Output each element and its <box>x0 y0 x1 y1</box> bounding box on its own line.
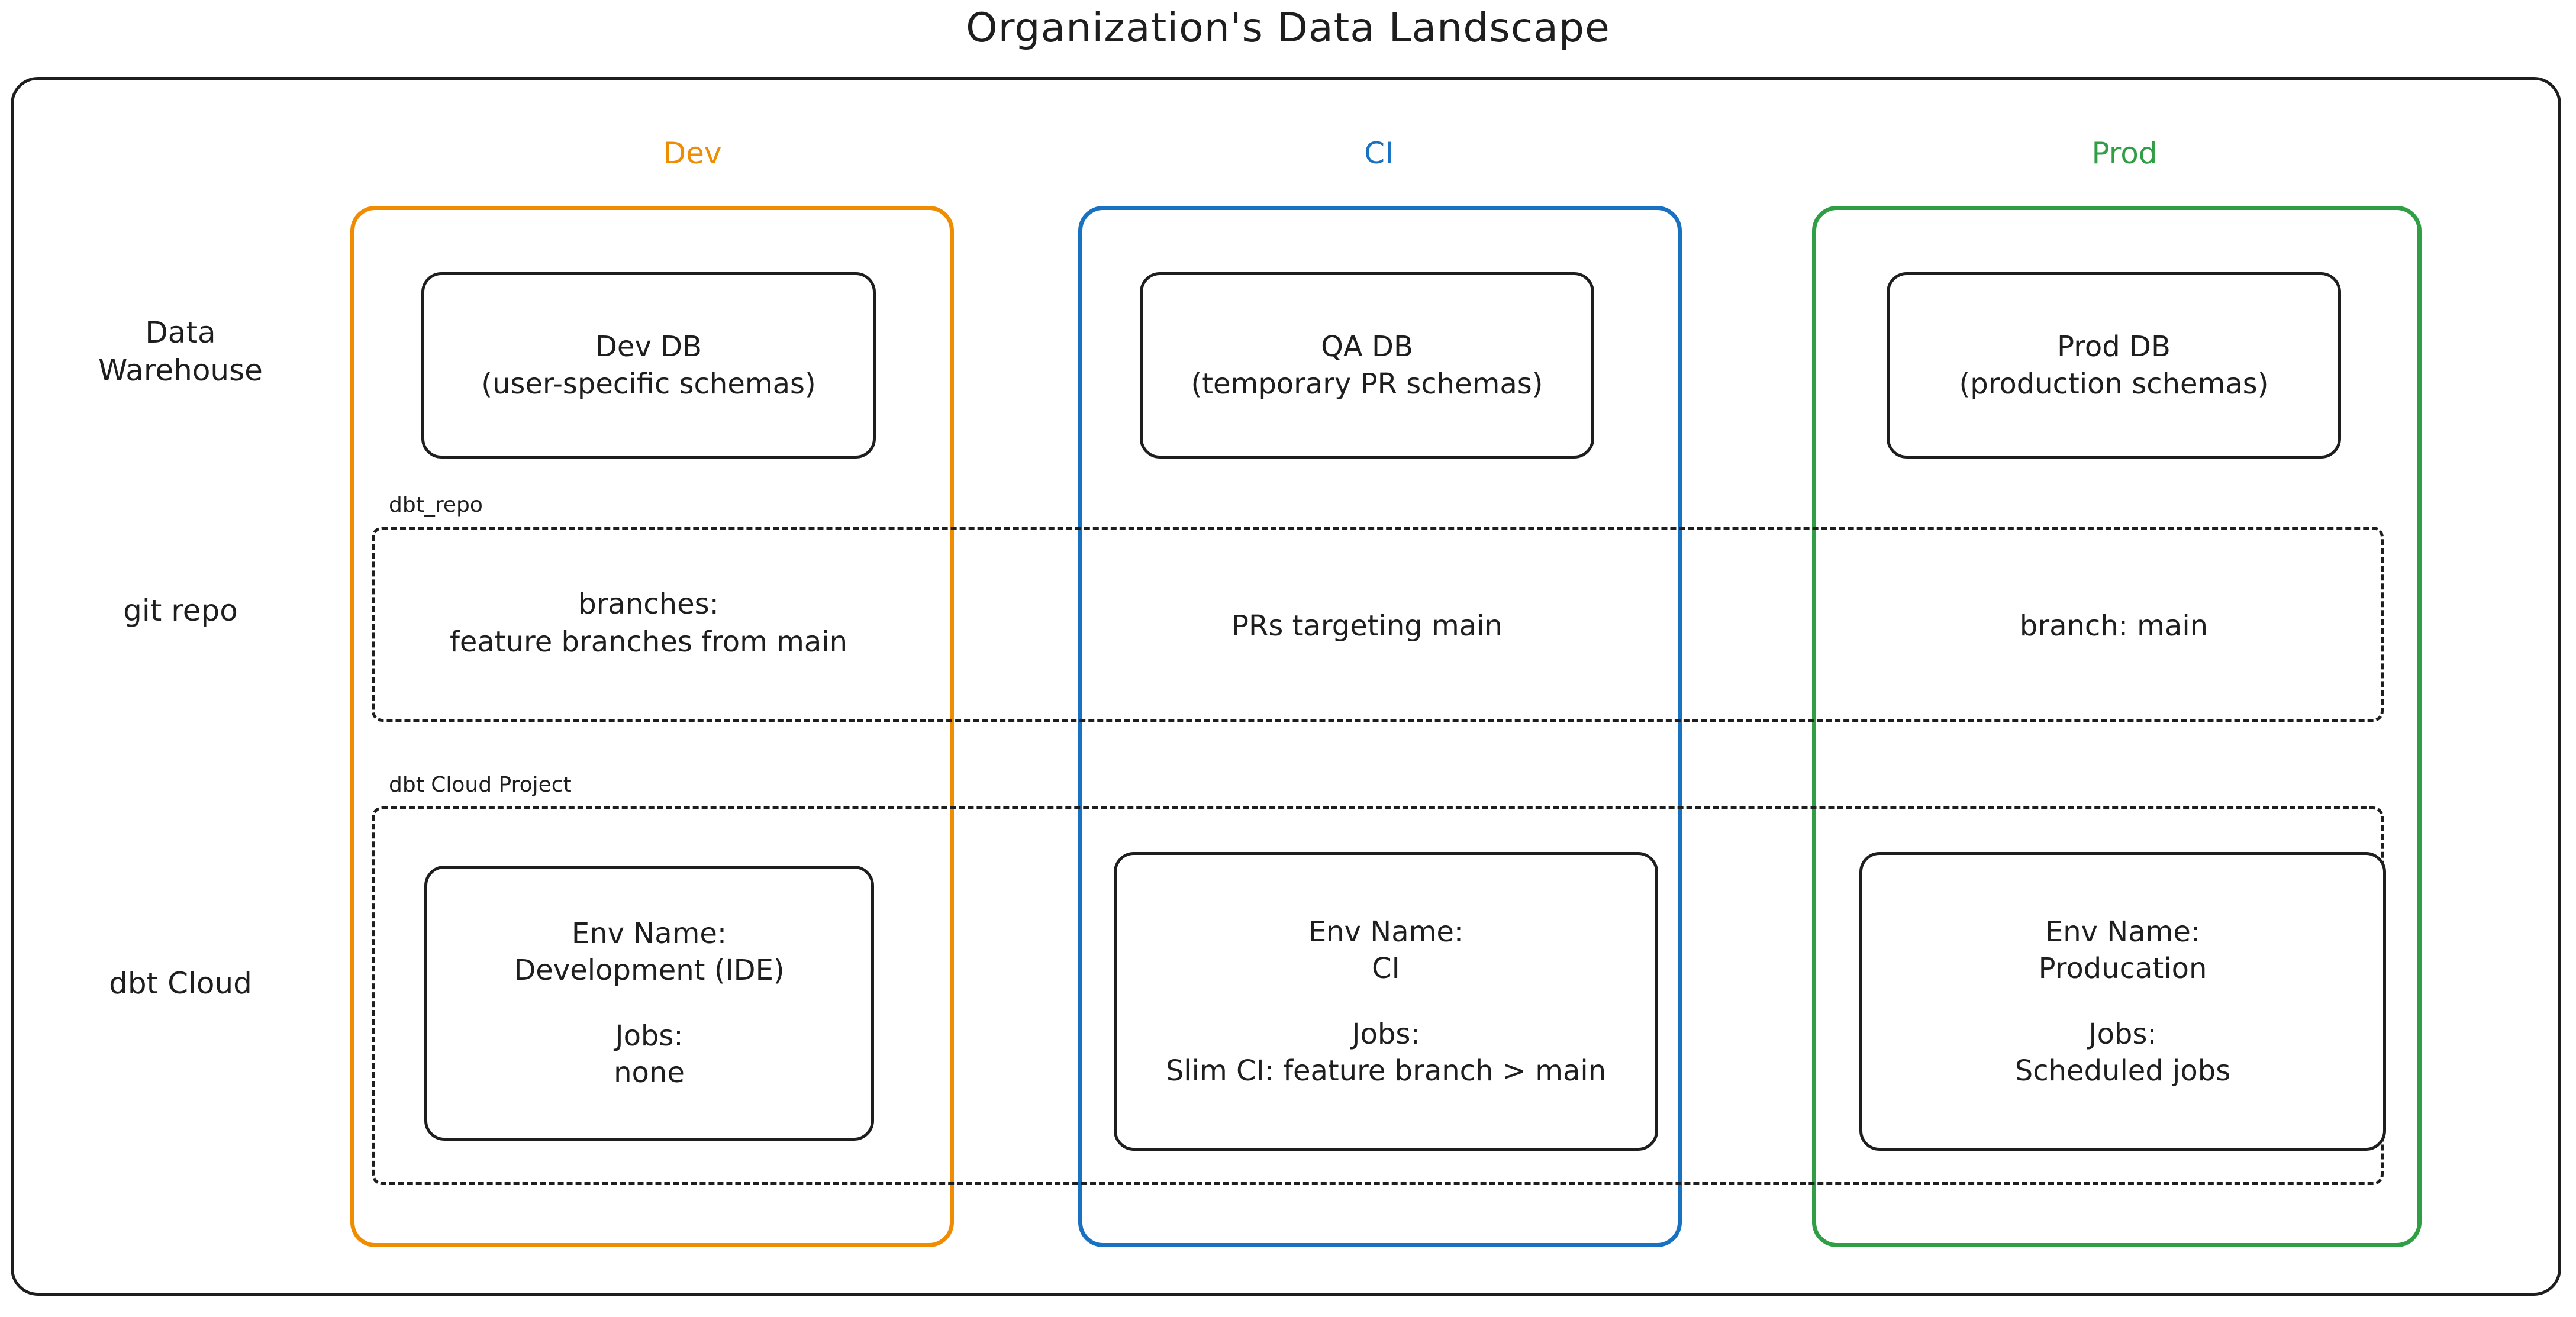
row-label-line-1: Data <box>145 315 216 350</box>
node-dev-db-line-1: Dev DB <box>595 330 702 364</box>
cell-git-repo-ci: PRs targeting main <box>1231 609 1503 643</box>
node-prod-db[interactable]: Prod DB (production schemas) <box>1887 272 2341 459</box>
node-qa-db-line-1: QA DB <box>1321 330 1413 364</box>
group-dbt-repo: dbt_repo <box>372 493 2384 722</box>
node-ci-environment[interactable]: Env Name: CI Jobs: Slim CI: feature bran… <box>1114 852 1658 1151</box>
node-prod-jobs-value: Scheduled jobs <box>2014 1054 2231 1087</box>
column-frame-ci <box>1078 206 1682 1247</box>
row-label-data-warehouse: Data Warehouse <box>47 314 314 389</box>
group-dbt-repo-label: dbt_repo <box>389 493 483 517</box>
cell-git-repo-dev-line-2: feature branches from main <box>449 625 848 658</box>
node-dev-db[interactable]: Dev DB (user-specific schemas) <box>421 272 876 459</box>
column-frame-dev <box>350 206 954 1247</box>
column-frame-prod <box>1812 206 2422 1247</box>
cell-git-repo-dev: branches: feature branches from main <box>421 586 876 661</box>
row-label-git-repo: git repo <box>123 593 238 628</box>
node-dev-environment[interactable]: Env Name: Development (IDE) Jobs: none <box>424 866 874 1141</box>
node-dev-env-name-label: Env Name: <box>571 916 727 950</box>
row-label-line-2: Warehouse <box>98 353 263 388</box>
cell-git-repo-prod: branch: main <box>2019 609 2209 643</box>
node-ci-env-name-label: Env Name: <box>1308 915 1464 948</box>
node-ci-jobs-value: Slim CI: feature branch > main <box>1165 1054 1607 1087</box>
node-dev-db-line-2: (user-specific schemas) <box>481 367 816 401</box>
node-prod-env-name-value: Producation <box>2038 952 2207 986</box>
group-dbt-cloud-project-label: dbt Cloud Project <box>389 773 572 797</box>
node-dev-env-name-value: Development (IDE) <box>514 954 785 987</box>
node-prod-environment[interactable]: Env Name: Producation Jobs: Scheduled jo… <box>1859 852 2386 1151</box>
node-ci-jobs-label: Jobs: <box>1352 1017 1420 1051</box>
node-qa-db-line-2: (temporary PR schemas) <box>1191 367 1543 401</box>
column-header-ci: CI <box>1364 136 1394 170</box>
node-dev-jobs-label: Jobs: <box>615 1019 684 1053</box>
cell-git-repo-dev-line-1: branches: <box>578 588 719 621</box>
row-label-dbt-cloud: dbt Cloud <box>109 966 252 1000</box>
column-header-prod: Prod <box>2091 136 2158 170</box>
node-qa-db[interactable]: QA DB (temporary PR schemas) <box>1140 272 1594 459</box>
node-prod-db-line-1: Prod DB <box>2057 330 2171 364</box>
node-dev-jobs-value: none <box>614 1055 685 1089</box>
diagram-outer-frame <box>11 77 2561 1296</box>
node-prod-jobs-label: Jobs: <box>2088 1017 2157 1051</box>
node-prod-env-name-label: Env Name: <box>2045 915 2201 948</box>
node-prod-db-line-2: (production schemas) <box>1959 367 2269 401</box>
node-ci-env-name-value: CI <box>1372 952 1400 986</box>
page-title: Organization's Data Landscape <box>966 5 1610 51</box>
column-header-dev: Dev <box>663 136 722 170</box>
